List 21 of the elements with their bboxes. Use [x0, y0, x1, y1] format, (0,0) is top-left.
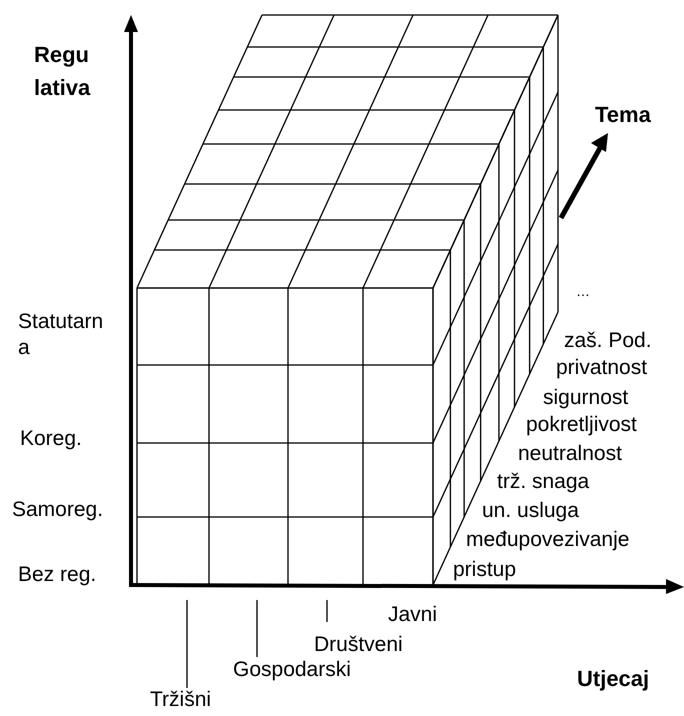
axis-title: Regu lativa	[34, 41, 90, 102]
axis-value-label: Javni	[388, 602, 438, 628]
axis-value-label: zaš. Pod.	[564, 328, 652, 354]
axis-title: Utjecaj	[577, 665, 650, 693]
axis-value-label: sigurnost	[543, 385, 628, 411]
axis-value-label: Društveni	[314, 632, 403, 658]
axis-value-label: Samoreg.	[12, 497, 104, 523]
axis-value-label: međupovezivanje	[466, 527, 630, 553]
axis-value-label: neutralnost	[518, 441, 622, 467]
axis-value-label: Bez reg.	[18, 562, 96, 588]
axis-value-label: Koreg.	[20, 426, 82, 452]
axis-value-label: trž. snaga	[497, 469, 590, 495]
axis-value-label: …	[576, 282, 590, 301]
axis-value-label: Statutarn a	[18, 309, 104, 361]
axis-title: Tema	[595, 101, 651, 129]
axis-value-label: pokretljivost	[526, 412, 637, 438]
axis-value-label: privatnost	[556, 355, 648, 381]
axis-value-label: Tržišni	[150, 687, 212, 713]
axis-value-label: Gospodarski	[233, 657, 351, 683]
axis-value-label: un. usluga	[482, 498, 579, 524]
axis-value-label: pristup	[453, 557, 516, 583]
